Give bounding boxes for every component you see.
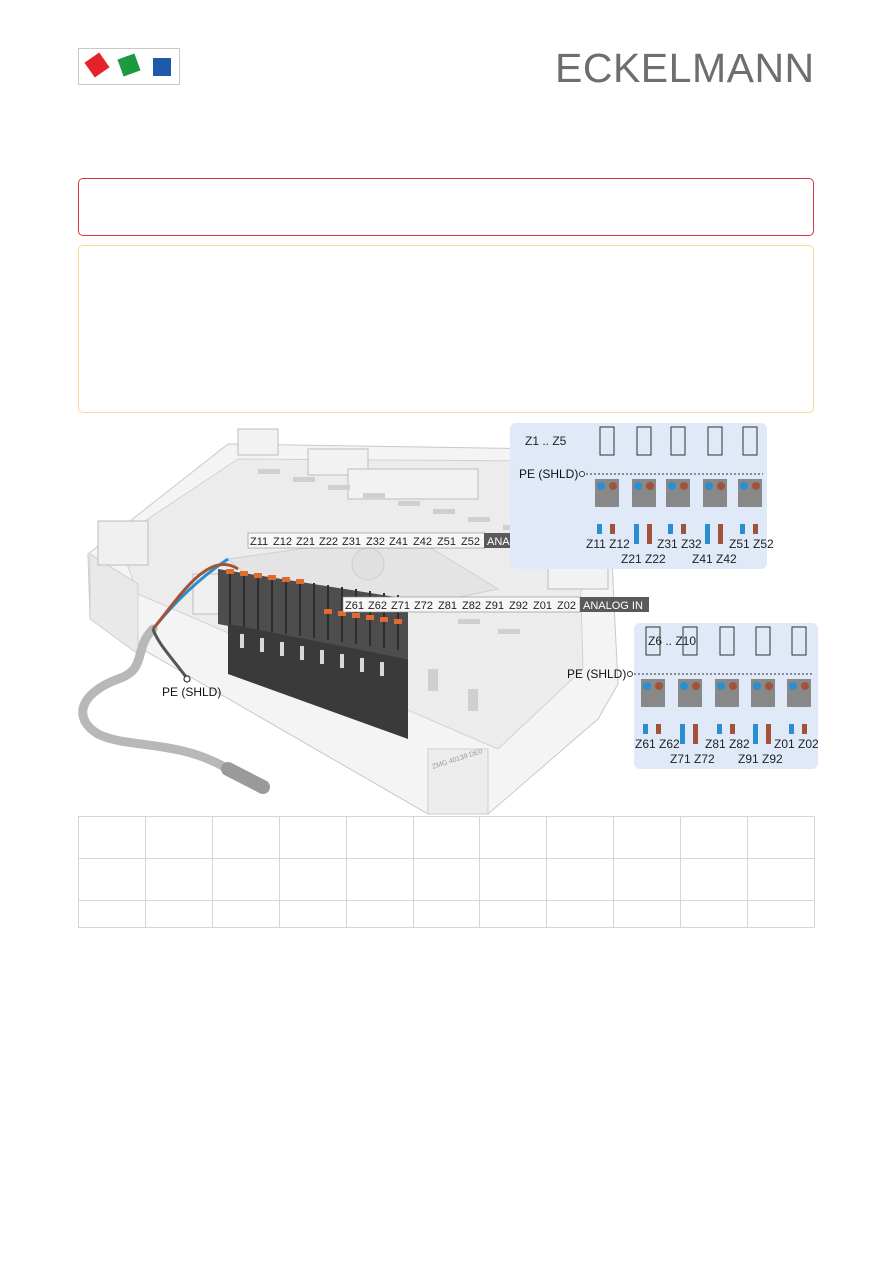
strip-label: Z91: [485, 600, 504, 612]
table-row: [78, 858, 815, 901]
wiring-diagram: PE (SHLD) ZMG 40139 DE0 Z11 Z12 Z21 Z22 …: [78, 423, 818, 815]
table-row: [78, 900, 815, 928]
panel-pe-label: PE (SHLD): [519, 467, 578, 481]
strip-label: Z61: [345, 600, 364, 612]
strip-label: Z22: [319, 536, 338, 548]
panel-z6-z10: Z6 .. Z10 PE (SHLD): [567, 623, 818, 769]
pin-pair-label: Z51 Z52: [729, 537, 774, 551]
strip-label: Z51: [437, 536, 456, 548]
eckelmann-logo-squares: [78, 48, 180, 85]
terminal-table: [78, 816, 815, 928]
pe-shield-label: PE (SHLD): [162, 685, 221, 699]
pin-pair-label: Z01 Z02: [774, 737, 818, 751]
strip-label: Z52: [461, 536, 480, 548]
panel-title: Z6 .. Z10: [648, 634, 696, 648]
strip-label: Z12: [273, 536, 292, 548]
strip-label: Z21: [296, 536, 315, 548]
brand-name: ECKELMANN: [555, 45, 815, 91]
strip-label: Z82: [462, 600, 481, 612]
strip-label: Z32: [366, 536, 385, 548]
strip-label: Z31: [342, 536, 361, 548]
pin-pair-label: Z61 Z62: [635, 737, 680, 751]
pin-pair-label: Z81 Z82: [705, 737, 750, 751]
strip-label: Z42: [413, 536, 432, 548]
red-square: [84, 52, 110, 78]
blue-square: [153, 58, 171, 76]
strip-label: Z81: [438, 600, 457, 612]
sensor-cable: [78, 557, 270, 794]
strip-label: Z71: [391, 600, 410, 612]
table-row: [78, 816, 815, 859]
pin-pair-label: Z91 Z92: [738, 752, 783, 766]
pin-pair-label: Z11 Z12: [586, 537, 630, 551]
panel-pe-label: PE (SHLD): [567, 667, 626, 681]
panel-title: Z1 .. Z5: [525, 434, 567, 448]
strip-label: Z02: [557, 600, 576, 612]
warning-notice-box: [78, 245, 814, 413]
analog-in-labels-bottom: Z61 Z62 Z71 Z72 Z81 Z82 Z91 Z92 Z01 Z02 …: [342, 596, 649, 613]
analog-in-labels-top: Z11 Z12 Z21 Z22 Z31 Z32 Z41 Z42 Z51 Z52 …: [247, 532, 553, 549]
analog-in-tag: ANALOG IN: [583, 600, 643, 612]
strip-label: Z11: [250, 536, 268, 548]
green-square: [117, 53, 141, 77]
strip-label: Z41: [389, 536, 408, 548]
pin-pair-label: Z41 Z42: [692, 552, 737, 566]
danger-notice-box: [78, 178, 814, 236]
panel-z1-z5: Z1 .. Z5 PE (SHLD) Z: [510, 423, 774, 569]
pin-pair-label: Z71 Z72: [670, 752, 715, 766]
pin-pair-label: Z21 Z22: [621, 552, 666, 566]
strip-label: Z72: [414, 600, 433, 612]
strip-label: Z01: [533, 600, 552, 612]
pin-pair-label: Z31 Z32: [657, 537, 702, 551]
strip-label: Z92: [509, 600, 528, 612]
strip-label: Z62: [368, 600, 387, 612]
